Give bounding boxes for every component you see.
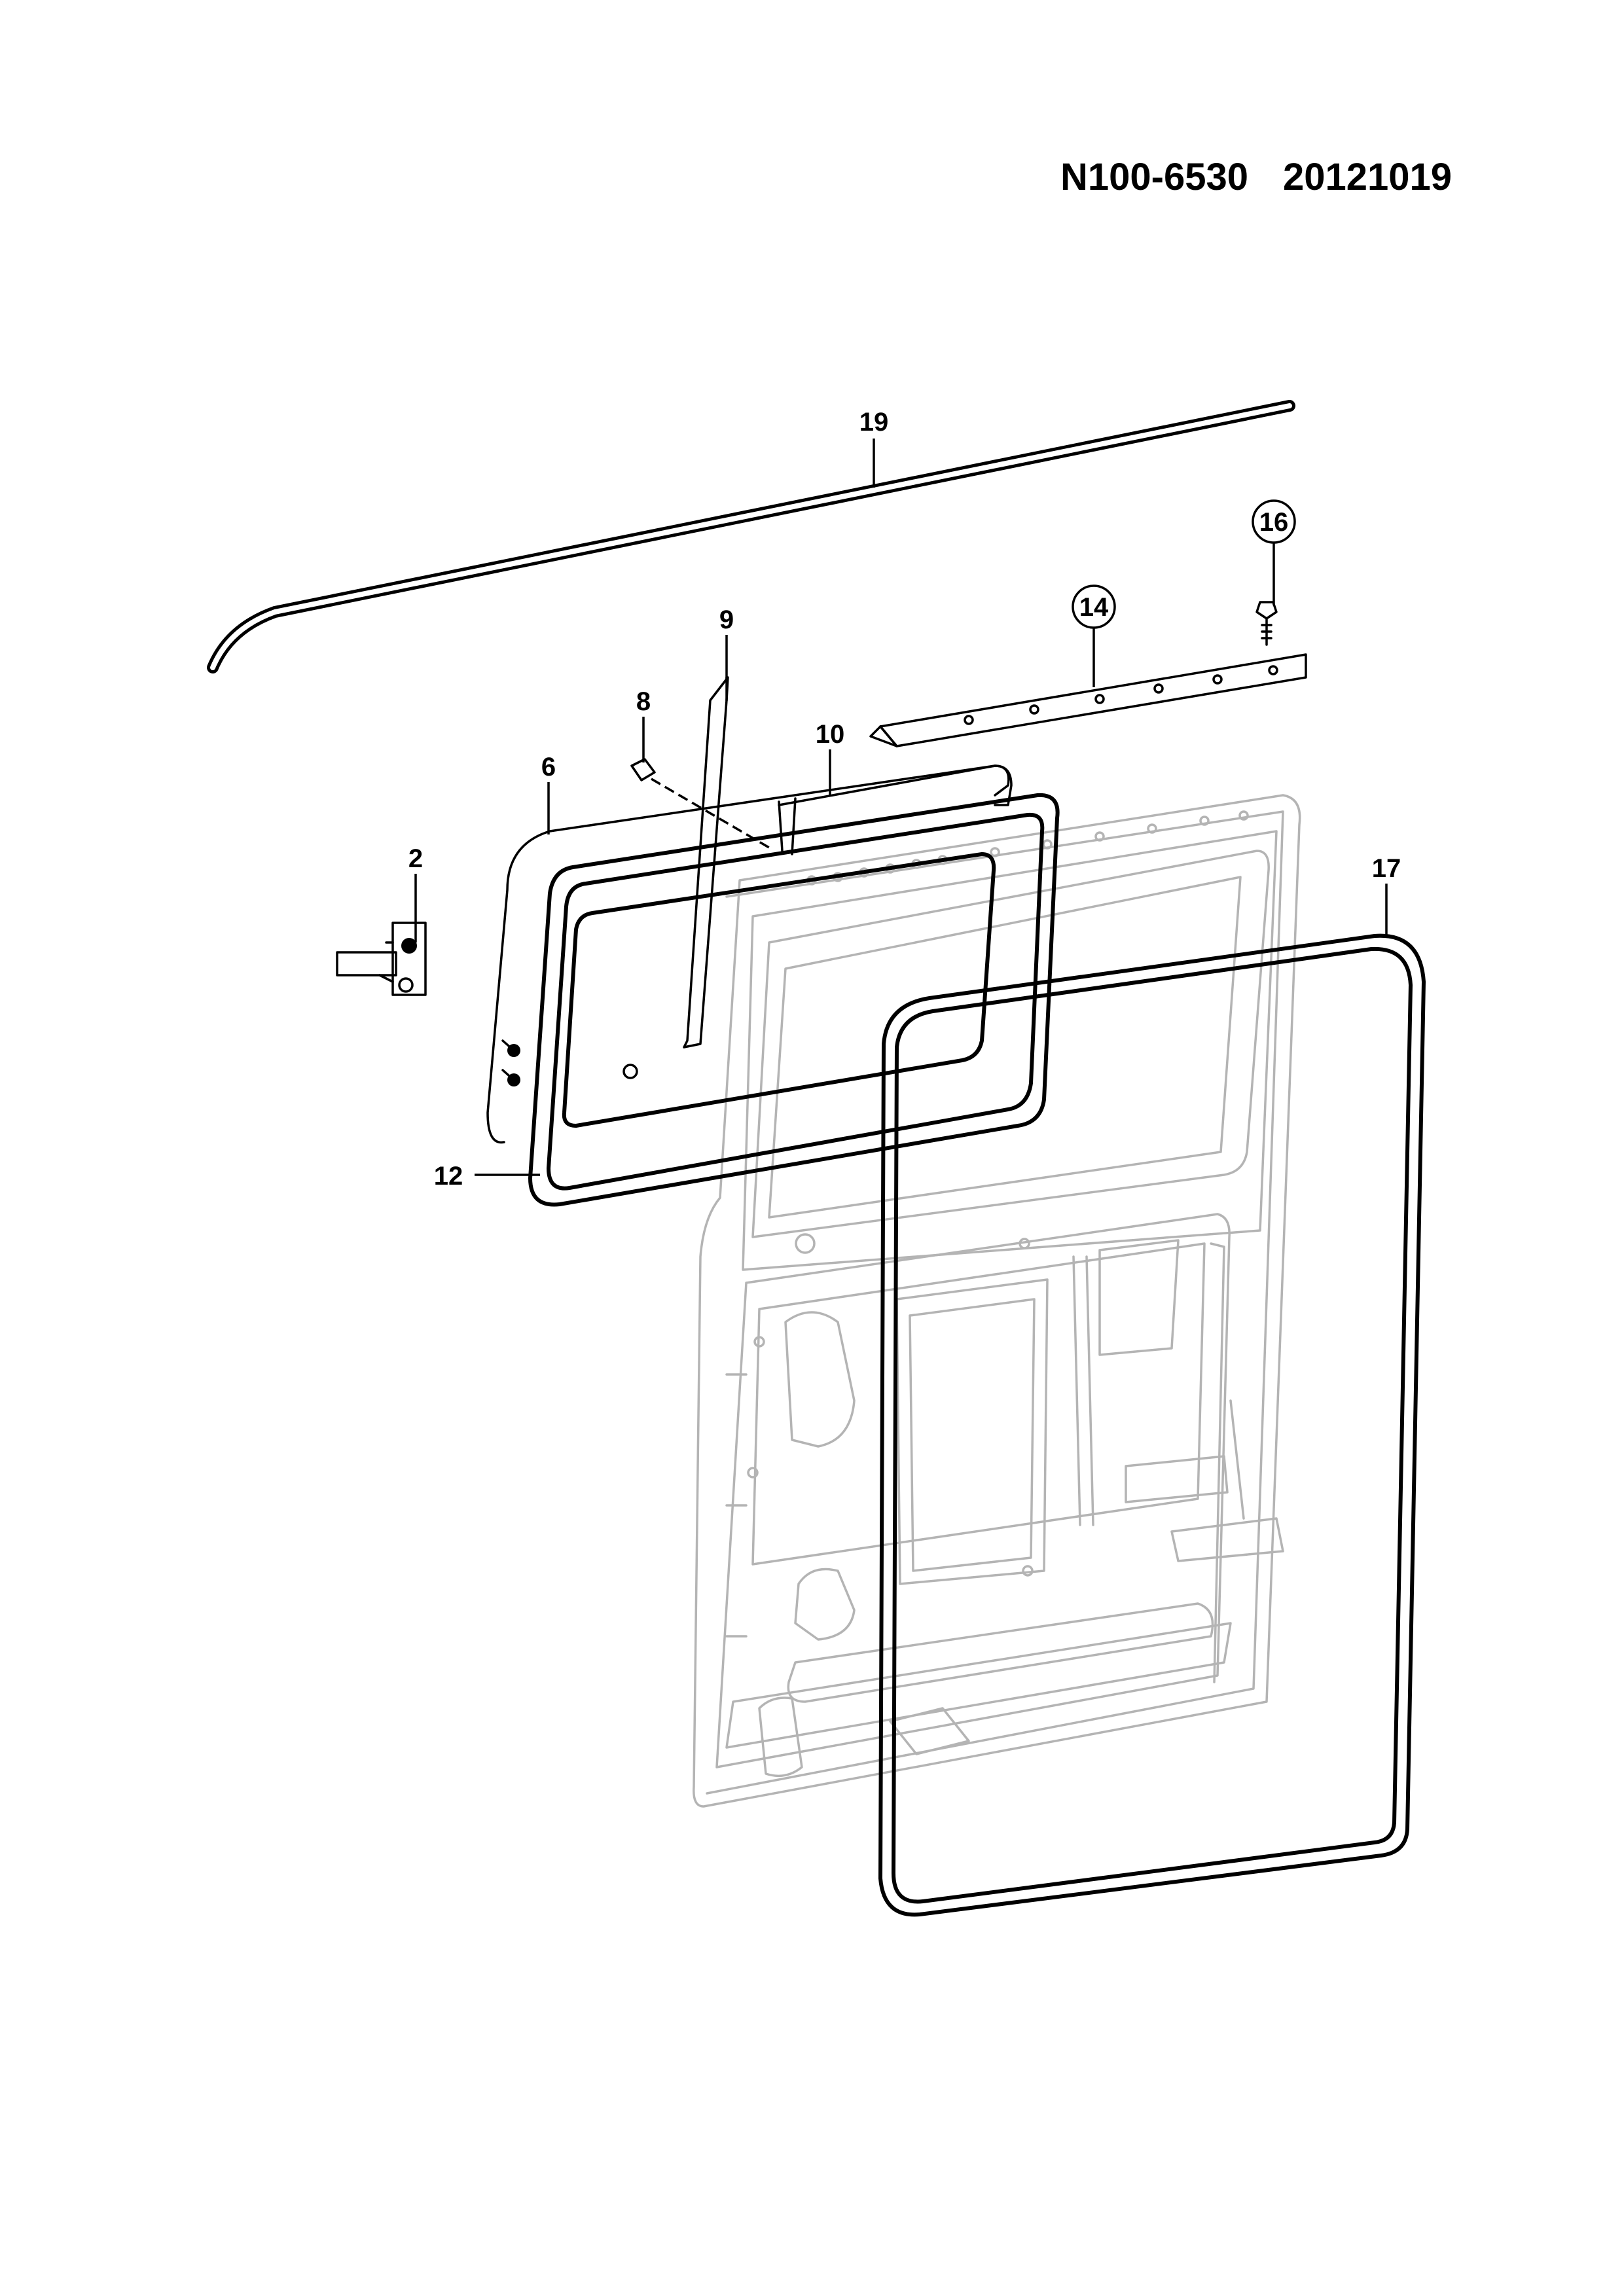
- callout-12: 12: [434, 1162, 463, 1191]
- part-8-clip: [630, 758, 770, 849]
- part-14-rail: [869, 653, 1307, 747]
- callout-19: 19: [859, 408, 889, 437]
- part-12-window-seal: [528, 793, 1060, 1207]
- date-code: 20121019: [1283, 156, 1452, 198]
- callout-16-ring: [1252, 499, 1296, 544]
- part-9-channel: [683, 676, 729, 1049]
- part-number: N100-6530: [1060, 156, 1248, 198]
- callout-17: 17: [1372, 854, 1401, 883]
- part-17-door-seal: [878, 933, 1426, 1917]
- callout-14-ring: [1072, 584, 1116, 629]
- callout-6: 6: [541, 753, 556, 781]
- callout-14: 14: [1079, 593, 1109, 622]
- callout-9: 9: [719, 605, 734, 634]
- callout-2: 2: [408, 844, 423, 873]
- callout-16: 16: [1259, 508, 1289, 537]
- part-2-latch: [336, 922, 427, 996]
- part-6-frame: [486, 764, 1010, 1144]
- part-16-screw: [1255, 601, 1278, 646]
- part-19-trim-strip: [207, 400, 1295, 673]
- frame-screws: [501, 1039, 520, 1086]
- callout-10: 10: [816, 720, 845, 749]
- part-10-glass: [778, 764, 1013, 855]
- door-panel-background: [693, 794, 1301, 1808]
- leader-lines: [414, 439, 1388, 1176]
- callout-8: 8: [636, 687, 651, 716]
